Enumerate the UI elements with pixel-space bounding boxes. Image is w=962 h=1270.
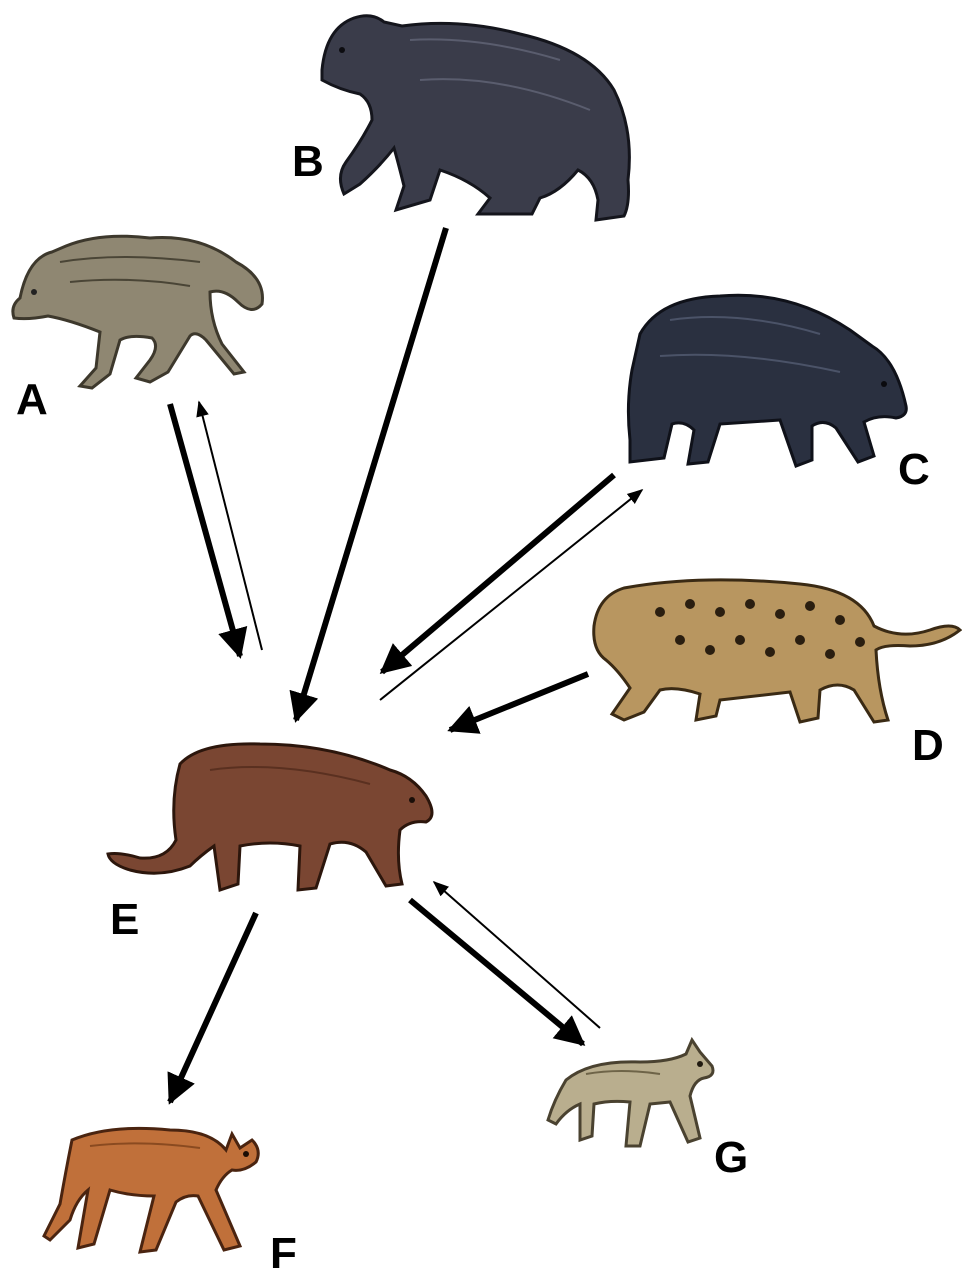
arrow-g-to-e [434,882,600,1028]
arrow-e-to-f [170,913,256,1102]
arrow-b-to-e [296,228,446,720]
node-c: C [628,295,929,494]
arrow-e-to-g [410,900,583,1044]
puma-icon [108,744,432,890]
node-b: B [292,16,629,220]
arrow-a-to-e [170,404,240,656]
maned-wolf-icon [44,1128,258,1252]
node-a: A [13,236,263,424]
node-label-a: A [16,375,48,424]
node-label-g: G [714,1133,748,1182]
coyote-icon [548,1040,713,1146]
arrow-c-to-e [382,475,614,672]
node-f: F [44,1128,297,1270]
node-label-b: B [292,137,324,186]
node-d: D [594,580,960,770]
node-g: G [548,1040,748,1182]
gray-wolf-icon [13,236,263,388]
node-label-e: E [110,895,139,944]
black-bear-icon [628,295,906,466]
node-label-c: C [898,445,930,494]
arrow-e-to-c [380,490,642,700]
jaguar-icon [594,580,960,722]
edges-layer [170,228,642,1102]
node-label-d: D [912,721,944,770]
node-e: E [108,744,432,944]
arrow-d-to-e [450,674,588,730]
grizzly-bear-icon [322,16,629,220]
node-label-f: F [270,1229,297,1270]
